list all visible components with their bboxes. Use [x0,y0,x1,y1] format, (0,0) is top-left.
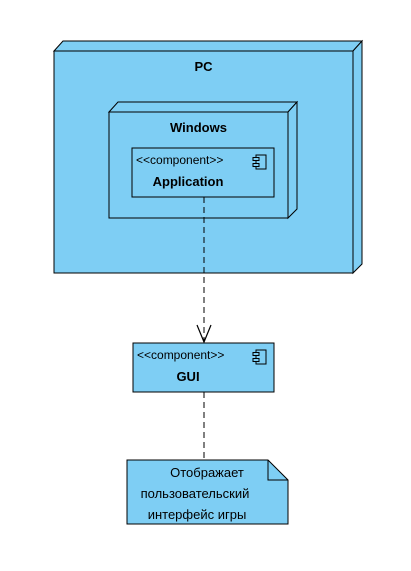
note-fold [267,460,288,481]
component-gui-stereotype: <<component>> [137,348,224,362]
dependency-arrow [196,197,212,344]
arrowhead-open [196,324,212,344]
note-body [126,459,289,525]
component-application-box [131,147,275,198]
node-windows-side [287,100,298,220]
node-pc-side [352,39,363,275]
node-pc-title: PC [194,59,213,74]
component-application-stereotype: <<component>> [136,153,223,167]
component-icon [252,154,267,170]
node-windows-top [107,101,299,113]
component-application-name: Application [153,174,224,189]
node-windows-title: Windows [170,120,227,135]
component-icon [252,349,267,365]
note-line-3: интерфейс игры [148,507,247,522]
node-pc-top [52,40,364,52]
note[interactable]: Отображает пользовательский интерфейс иг… [126,459,289,525]
component-application[interactable]: <<component>> Application [131,147,275,198]
note-line-1: Отображает [170,465,244,480]
component-gui-box [132,342,275,393]
note-line-2: пользовательский [141,486,250,501]
component-gui[interactable]: <<component>> GUI [132,342,275,393]
component-gui-name: GUI [176,369,199,384]
